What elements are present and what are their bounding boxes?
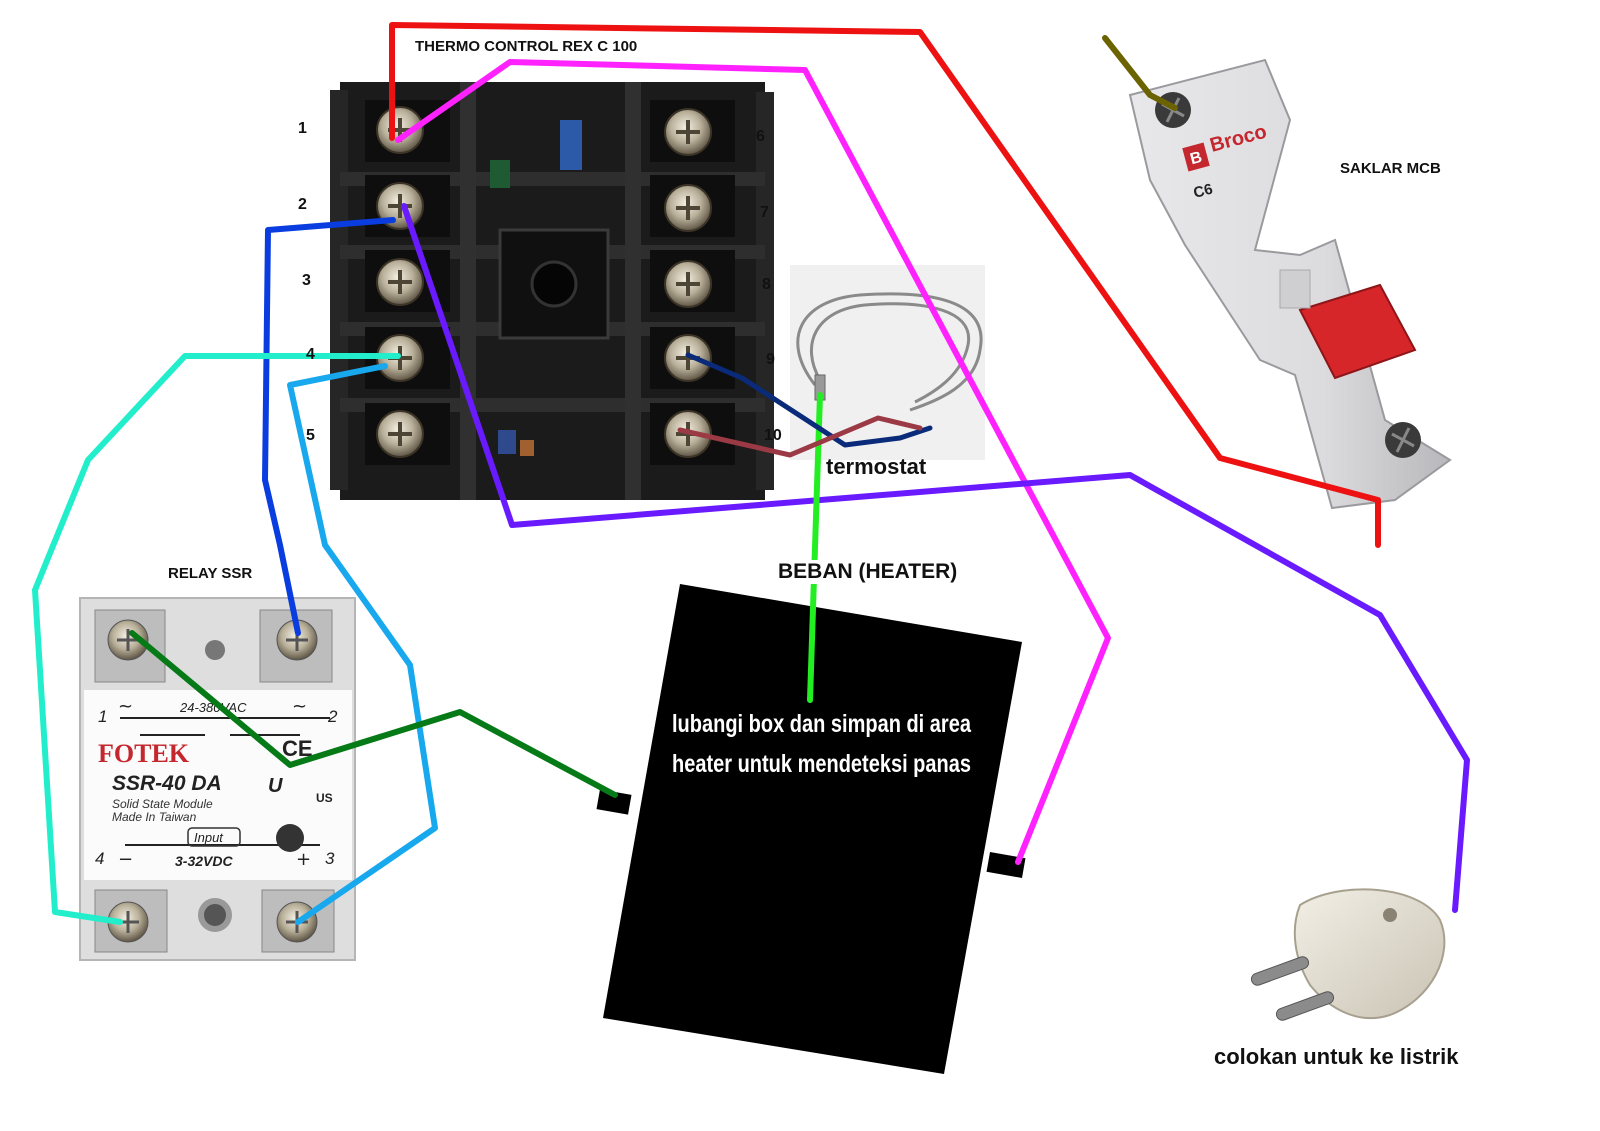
heater-note-line2: heater untuk mendeteksi panas bbox=[672, 750, 971, 778]
controller-socket-hole bbox=[530, 260, 578, 308]
pcb-component bbox=[498, 430, 516, 454]
terminal-screw-7 bbox=[664, 184, 712, 232]
terminal-screw-3 bbox=[376, 258, 424, 306]
power-plug bbox=[1250, 888, 1446, 1021]
ssr-label-panel bbox=[84, 690, 352, 880]
controller-side-left bbox=[330, 90, 348, 490]
terminal-label-2: 2 bbox=[298, 196, 307, 213]
thermostat-title: termostat bbox=[826, 454, 927, 479]
ssr-brand: FOTEK bbox=[98, 739, 190, 768]
ssr-desc-line2: Made In Taiwan bbox=[112, 810, 197, 824]
plug-title: colokan untuk ke listrik bbox=[1214, 1044, 1459, 1069]
svg-text:−: − bbox=[118, 849, 133, 870]
terminal-label-1: 1 bbox=[298, 120, 307, 137]
heater-note: lubangi box dan simpan di area heater un… bbox=[672, 704, 971, 784]
terminal-label-7: 7 bbox=[760, 204, 769, 221]
svg-text:+: + bbox=[296, 849, 311, 870]
wire-lime bbox=[807, 392, 823, 703]
heater-terminal-left bbox=[596, 789, 632, 815]
terminal-label-5: 5 bbox=[306, 427, 315, 444]
svg-text:~: ~ bbox=[118, 696, 133, 717]
controller-rib bbox=[460, 82, 476, 500]
thermo-controller bbox=[330, 82, 774, 500]
heater-terminal-right bbox=[986, 852, 1026, 878]
wire-magenta bbox=[395, 59, 1111, 865]
pcb-component bbox=[520, 440, 534, 456]
terminal-label-6: 6 bbox=[756, 128, 765, 145]
ssr-screw-4 bbox=[107, 901, 149, 943]
controller-rib bbox=[625, 82, 641, 500]
svg-text:~: ~ bbox=[292, 696, 307, 717]
terminal-screw-6 bbox=[664, 108, 712, 156]
mcb-window bbox=[1279, 269, 1311, 309]
mcb-title: SAKLAR MCB bbox=[1340, 160, 1441, 177]
wire-cyan bbox=[32, 353, 401, 925]
terminal-label-9: 9 bbox=[766, 351, 775, 368]
terminal-label-8: 8 bbox=[762, 276, 771, 293]
ssr-mount-hole bbox=[205, 640, 225, 660]
ssr-pin-3: 3 bbox=[325, 849, 335, 868]
plug-pin bbox=[1275, 991, 1335, 1021]
terminal-screw-8 bbox=[664, 260, 712, 308]
mcb-breaker: B Broco C6 bbox=[1128, 58, 1452, 510]
ssr-ul-mark: US bbox=[316, 791, 333, 805]
heater-box bbox=[603, 584, 1022, 1074]
pcb-component bbox=[560, 120, 582, 170]
mcb-toggle bbox=[1298, 283, 1417, 380]
svg-text:U: U bbox=[268, 775, 283, 797]
wire-violet bbox=[401, 203, 1470, 913]
heater-note-line1: lubangi box dan simpan di area bbox=[672, 710, 971, 738]
pcb-component bbox=[490, 160, 510, 188]
wire-skyblue bbox=[287, 363, 438, 925]
heater-title: BEBAN (HEATER) bbox=[778, 560, 958, 584]
controller-title: THERMO CONTROL REX C 100 bbox=[415, 38, 638, 55]
wire-olive bbox=[1102, 35, 1178, 111]
plug-pin bbox=[1250, 956, 1310, 986]
wire-red bbox=[389, 22, 1381, 548]
ssr-input-label: Input bbox=[194, 830, 224, 845]
terminal-label-3: 3 bbox=[302, 272, 311, 289]
ssr-pin-1: 1 bbox=[98, 707, 107, 726]
wire-maroon bbox=[677, 415, 923, 458]
ssr-title: RELAY SSR bbox=[168, 565, 253, 582]
ssr-model: SSR-40 DA bbox=[112, 772, 222, 795]
terminal-label-4: 4 bbox=[306, 346, 315, 363]
ssr-indicator-led bbox=[276, 824, 304, 852]
terminal-label-10: 10 bbox=[764, 427, 782, 444]
ssr-relay: 1 2 4 3 ~ ~ − + 24-380VAC FOTEK CE SSR-4… bbox=[79, 597, 356, 961]
mcb-rating: C6 bbox=[1192, 180, 1215, 201]
ssr-mount-hole bbox=[198, 898, 232, 932]
ssr-screw-1 bbox=[107, 619, 149, 661]
wire-dark-green bbox=[129, 630, 618, 798]
terminal-screw-5 bbox=[376, 410, 424, 458]
wire-blue bbox=[262, 217, 396, 636]
terminal-screw-9 bbox=[664, 334, 712, 382]
ssr-pin-4: 4 bbox=[95, 849, 104, 868]
wire-navy bbox=[685, 352, 933, 448]
ssr-dc-range: 3-32VDC bbox=[175, 853, 233, 869]
svg-text:B: B bbox=[1188, 149, 1204, 168]
mcb-logo-box bbox=[1182, 142, 1210, 172]
ssr-desc-line1: Solid State Module bbox=[112, 797, 213, 811]
ssr-pin-2: 2 bbox=[327, 707, 338, 726]
